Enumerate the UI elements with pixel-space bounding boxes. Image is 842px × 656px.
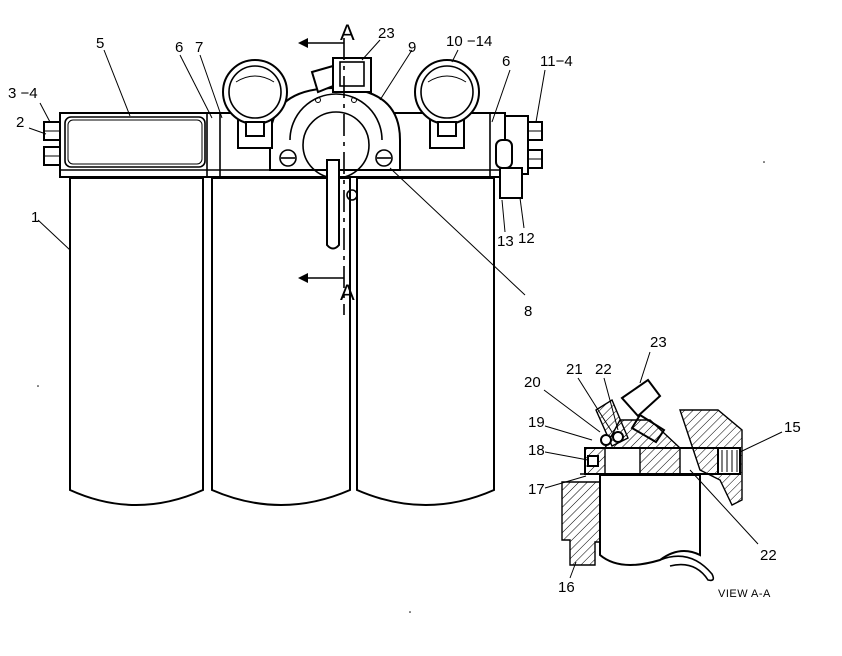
callout-17: 17 (528, 481, 545, 498)
pressure-gauge-left (222, 59, 288, 149)
pressure-gauge-right (414, 59, 480, 149)
scan-speck (763, 161, 765, 163)
callout-6-left: 6 (175, 39, 183, 56)
bolts-left (43, 121, 61, 166)
callout-5: 5 (96, 35, 104, 52)
callout-2: 2 (16, 114, 24, 131)
section-line-a-a (298, 38, 345, 315)
section-leader-lines (543, 351, 783, 579)
callout-9: 9 (408, 39, 416, 56)
section-mark-bottom: A (340, 280, 355, 305)
callout-10-14: 10 −14 (446, 33, 492, 50)
callout-6-right: 6 (502, 53, 510, 70)
callout-20: 20 (524, 374, 541, 391)
filter-canister-right (356, 177, 495, 506)
callout-3-4: 3 −4 (8, 85, 38, 102)
pressure-switch (310, 57, 372, 94)
callout-21: 21 (566, 361, 583, 378)
section-mark-top: A (340, 20, 355, 45)
callout-16: 16 (558, 579, 575, 596)
callout-18: 18 (528, 442, 545, 459)
callout-15: 15 (784, 419, 801, 436)
callout-23-main: 23 (378, 25, 395, 42)
section-view-a-a (561, 378, 743, 582)
callout-23-section: 23 (650, 334, 667, 351)
callout-22-top: 22 (595, 361, 612, 378)
callout-8: 8 (524, 303, 532, 320)
bolts-right (495, 115, 543, 199)
leader-lines (28, 39, 546, 296)
callout-7: 7 (195, 39, 203, 56)
filter-assembly (43, 38, 543, 506)
callout-1: 1 (31, 209, 39, 226)
section-view-title: VIEW A-A (718, 588, 771, 600)
callout-13: 13 (497, 233, 514, 250)
callout-22-bottom: 22 (760, 547, 777, 564)
valve-handle (326, 159, 340, 250)
callout-labels: 1 2 3 −4 5 6 7 23 9 10 −14 6 11−4 13 12 … (8, 20, 801, 600)
filter-canister-middle (211, 177, 351, 506)
scan-speck (409, 611, 411, 613)
filter-canister-left (69, 177, 204, 506)
callout-19: 19 (528, 414, 545, 431)
callout-11-4: 11−4 (540, 53, 573, 70)
callout-12: 12 (518, 230, 535, 247)
scan-speck (37, 385, 39, 387)
